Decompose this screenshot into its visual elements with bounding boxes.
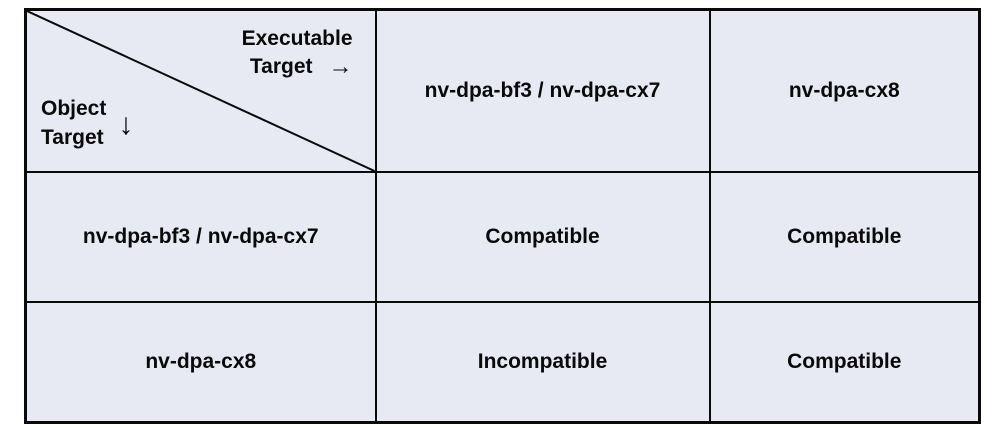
- row-axis-label-line1: Object: [41, 97, 107, 120]
- cell-cx8-x-bf3cx7: Incompatible: [374, 301, 711, 424]
- arrow-right-icon: →: [328, 52, 353, 80]
- column-axis-label-line2-text: Target: [249, 54, 313, 78]
- column-header-cx8: nv-dpa-cx8: [708, 8, 981, 173]
- arrow-down-icon: ↓: [118, 107, 134, 141]
- cell-cx8-x-cx8: Compatible: [708, 301, 981, 424]
- row-axis-label: Object Target ↓: [41, 95, 133, 153]
- table-header-row: Executable Target → Object Target ↓: [24, 8, 981, 173]
- row-axis-label-text: Object Target: [41, 95, 106, 153]
- row-header-cx8: nv-dpa-cx8: [24, 301, 377, 424]
- column-header-bf3-cx7: nv-dpa-bf3 / nv-dpa-cx7: [374, 8, 711, 173]
- column-axis-label-line2: Target →: [250, 53, 353, 81]
- table-row: nv-dpa-cx8 Incompatible Compatible: [24, 301, 981, 424]
- column-axis-label-line1: Executable: [241, 27, 353, 50]
- table-row: nv-dpa-bf3 / nv-dpa-cx7 Compatible Compa…: [24, 171, 981, 303]
- column-axis-label: Executable Target →: [242, 25, 353, 80]
- cell-bf3cx7-x-bf3cx7: Compatible: [374, 171, 711, 303]
- cell-bf3cx7-x-cx8: Compatible: [708, 171, 981, 303]
- row-header-bf3-cx7: nv-dpa-bf3 / nv-dpa-cx7: [24, 171, 377, 303]
- compatibility-matrix-table: Executable Target → Object Target ↓: [24, 8, 981, 424]
- axis-legend-cell: Executable Target → Object Target ↓: [24, 8, 377, 173]
- row-axis-label-line2: Target: [41, 125, 104, 149]
